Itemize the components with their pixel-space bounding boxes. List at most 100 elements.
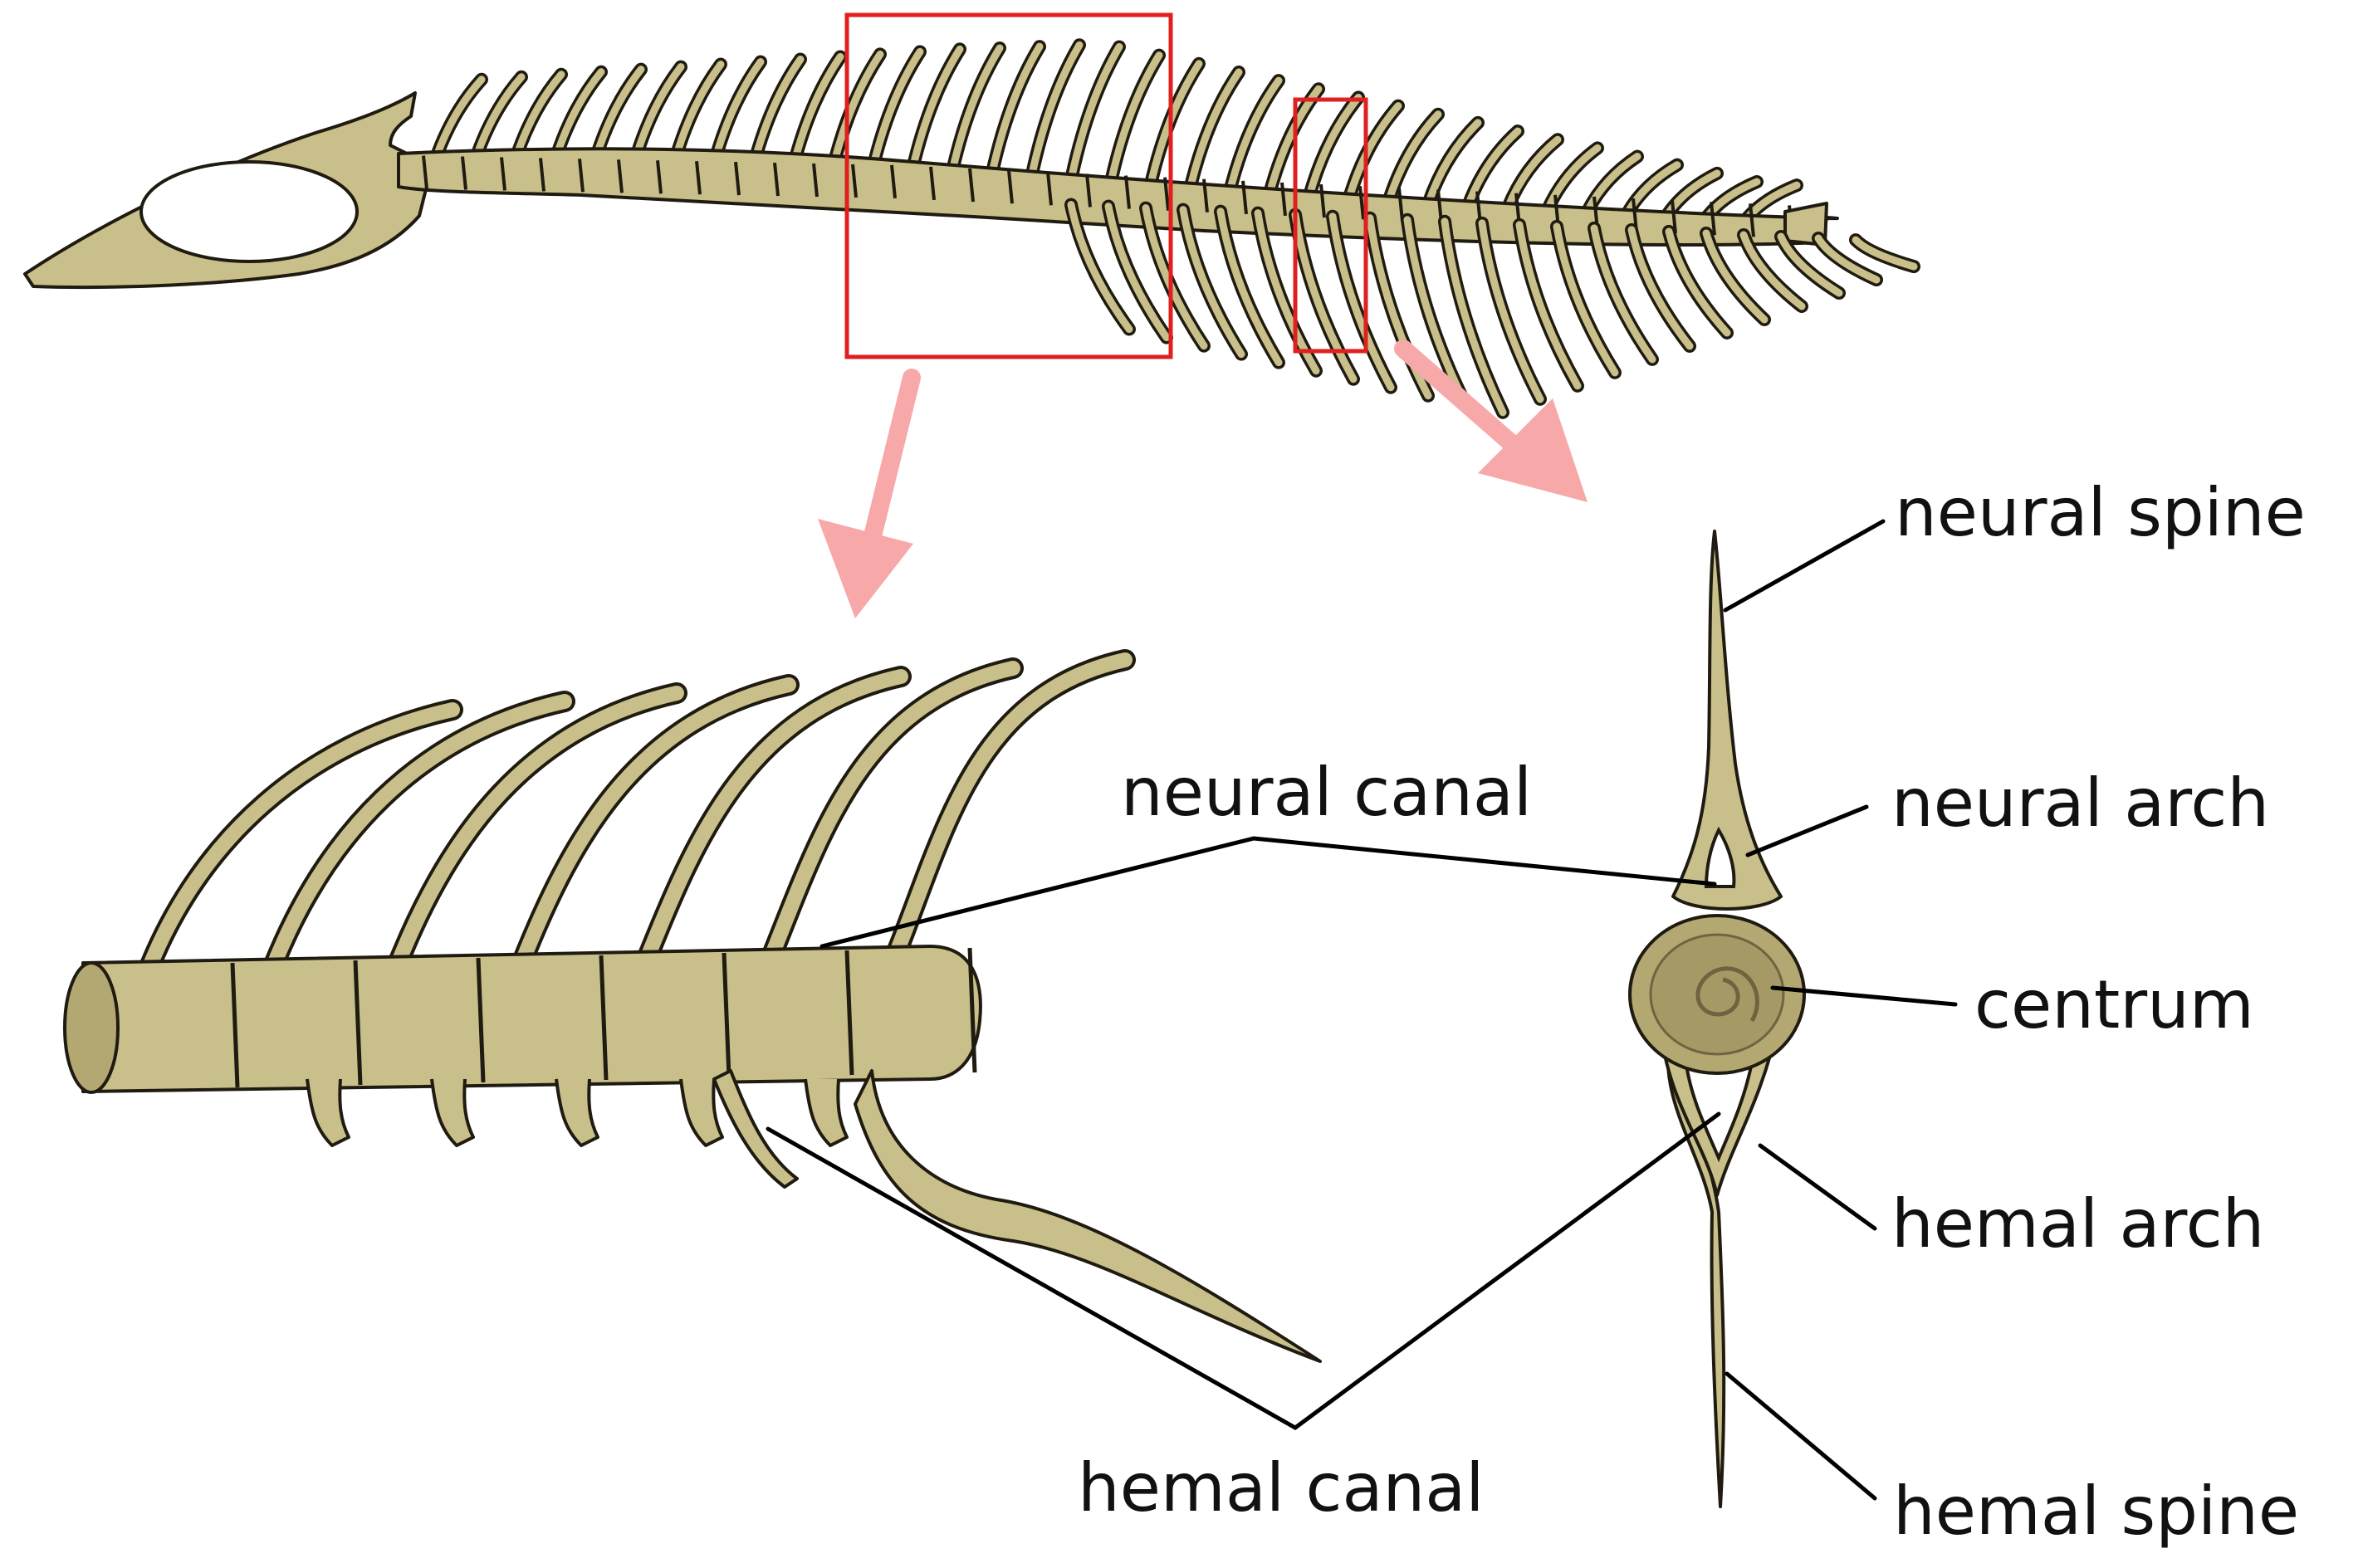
vertebra-joint-side — [230, 962, 240, 1088]
vertebra-joint-top — [929, 166, 936, 201]
vertebra-joint-top — [656, 160, 663, 194]
leader-lines — [766, 519, 1958, 1501]
vertebra-joint-top — [812, 163, 819, 198]
vertebra-joint-top — [578, 159, 585, 193]
vertebra-joint-top — [539, 158, 545, 192]
vertebra-joint-side — [476, 957, 486, 1083]
arrow-to-side-view — [818, 369, 921, 618]
vertebra-joint-side — [844, 950, 854, 1076]
neural-spine-top — [1581, 149, 1644, 218]
cross-section-vertebra — [1628, 530, 1806, 1508]
label-neural-spine: neural spine — [1895, 474, 2306, 551]
hemal-spine-top — [1662, 224, 1734, 339]
vertebra-joint-top — [1124, 175, 1131, 209]
label-hemal-canal: hemal canal — [1078, 1449, 1485, 1526]
cross-centrum-inner — [1649, 933, 1785, 1056]
hemal-spine-top — [1737, 228, 1808, 313]
label-neural-canal: neural canal — [1121, 754, 1532, 831]
vertebra-joint-side — [967, 947, 977, 1073]
vertebra-joint-top — [1319, 183, 1326, 218]
vertebra-joint-top — [890, 164, 897, 199]
hemal-spine-top — [1438, 214, 1509, 419]
hemal-spine-top — [1774, 230, 1846, 300]
vertebra-joint-side — [599, 955, 609, 1081]
hemal-spine-top — [1475, 216, 1547, 406]
side-hemal-arches — [306, 1078, 849, 1147]
hemal-arch-side — [306, 1078, 350, 1147]
vertebra-joint-top — [461, 156, 467, 190]
vertebra-joint-top — [1046, 172, 1053, 206]
hemal-arch-side — [804, 1078, 849, 1147]
hemal-arch-side — [679, 1078, 724, 1147]
hemal-spine-top — [1139, 201, 1211, 353]
vertebra-joint-top — [695, 160, 702, 195]
leader-hemal-canal — [766, 1111, 1721, 1430]
hemal-spine-top — [1177, 203, 1248, 361]
vertebra-joint-top — [422, 155, 428, 189]
centrum-growth-rings — [1695, 966, 1759, 1023]
neural-spine-top — [1103, 48, 1166, 197]
vertebra-joint-top — [1671, 199, 1677, 234]
neural-spine-side — [637, 666, 912, 968]
hemal-spine-top — [1214, 204, 1285, 369]
side-view-vertebrae — [63, 649, 1322, 1363]
vertebra-joint-top — [1749, 203, 1755, 237]
vertebra-joint-top — [1710, 202, 1716, 236]
hemal-spine-top — [1064, 198, 1136, 336]
vertebra-joint-top — [1202, 178, 1209, 212]
hemal-spines-row — [1064, 198, 1920, 419]
neural-spine-top — [1461, 125, 1524, 213]
side-hemal-spine-long — [854, 1069, 1322, 1363]
vertebra-joint-top — [968, 168, 975, 203]
neural-spine-top — [1302, 90, 1365, 206]
hemal-spine-top — [1550, 219, 1622, 379]
hemal-spine-top — [1102, 199, 1173, 344]
cross-neural-spine — [1671, 530, 1783, 911]
neural-canal-opening — [1704, 826, 1736, 888]
neural-spine-top — [1342, 99, 1405, 208]
vertebra-joint-top — [1241, 180, 1248, 215]
full-skeleton — [23, 12, 1920, 419]
hemal-spine-top — [1700, 226, 1771, 326]
neural-spine-top — [1063, 40, 1126, 195]
hemal-arch-side — [430, 1078, 475, 1147]
hemal-spine-top — [1812, 232, 1883, 287]
neural-spine-top — [1541, 141, 1604, 217]
neural-spine-side — [512, 674, 800, 970]
arrow-to-cross-section — [1394, 339, 1588, 502]
skull-orbit — [139, 160, 359, 263]
neural-spine-top — [1661, 166, 1724, 222]
vertebra-joint-top — [1163, 177, 1170, 211]
labels: neural spine neural canal neural arch ce… — [1078, 474, 2306, 1550]
hemal-spine-top — [1588, 221, 1659, 366]
highlight-box-single-vertebra — [1293, 97, 1368, 354]
vertebra-joint-side — [722, 952, 731, 1078]
vertebra-joint-top — [617, 159, 624, 193]
neural-spine-side — [263, 691, 575, 975]
vertebra-joint-top — [734, 161, 741, 196]
vertebra-joint-top — [1280, 182, 1287, 217]
neural-spine-top — [983, 40, 1046, 192]
hemal-spine-top — [1289, 208, 1360, 386]
neural-spine-top — [1382, 107, 1445, 209]
neural-spine-top — [1182, 65, 1245, 200]
label-neural-arch: neural arch — [1891, 764, 2269, 842]
vertebra-joint-top — [1007, 169, 1014, 204]
neural-spine-top — [1421, 115, 1485, 211]
hemal-spine-top — [1326, 209, 1397, 394]
neural-spine-side — [886, 649, 1136, 963]
hemal-spine-top — [1513, 217, 1584, 393]
neural-spine-side — [388, 682, 687, 973]
hemal-arch-side — [555, 1078, 599, 1147]
leader-centrum — [1770, 985, 1958, 1007]
side-centra-column — [81, 945, 982, 1093]
leader-hemal-spine — [1725, 1371, 1877, 1501]
neural-spine-top — [1621, 158, 1684, 220]
label-hemal-spine: hemal spine — [1893, 1473, 2299, 1550]
neural-spine-top — [1023, 38, 1086, 193]
leader-neural-canal — [819, 836, 1717, 949]
leader-neural-spine — [1723, 519, 1886, 613]
label-hemal-arch: hemal arch — [1891, 1185, 2264, 1263]
side-neural-spines — [139, 649, 1136, 978]
